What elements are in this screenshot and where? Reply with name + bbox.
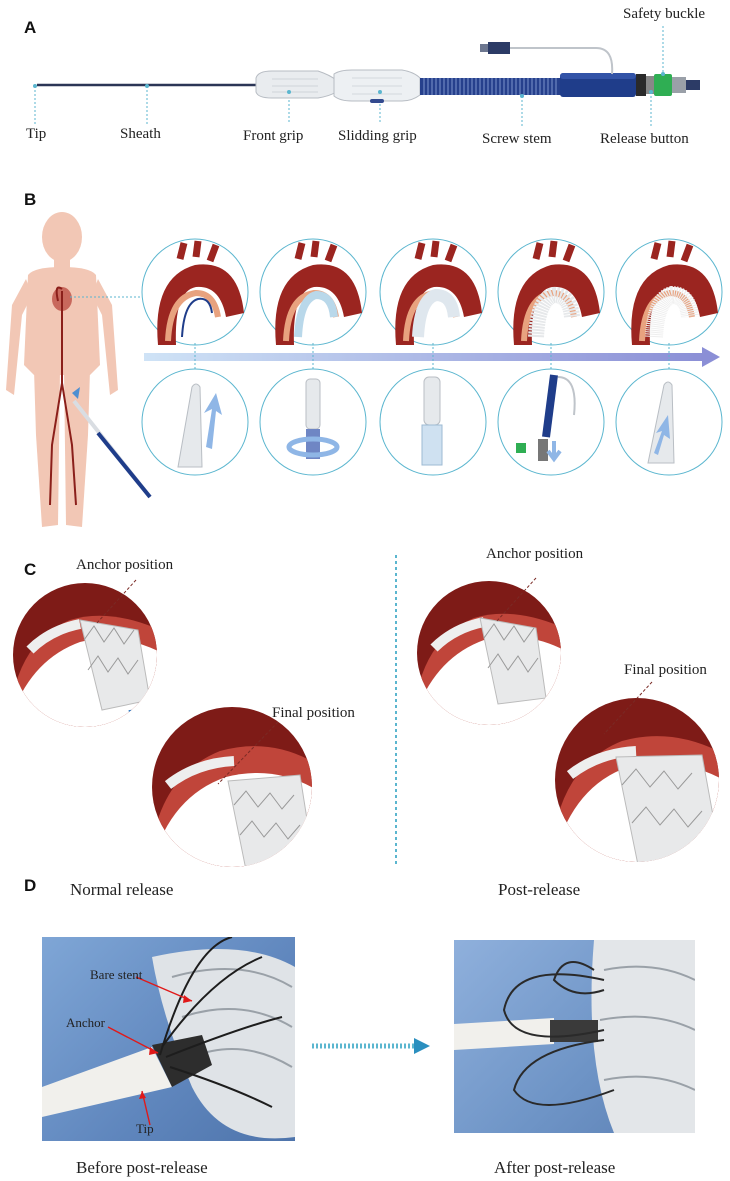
sliding-grip-label: Slidding grip: [338, 128, 417, 144]
normal-release-anchor-circle: [13, 583, 157, 727]
post-release-final-circle: [555, 698, 719, 862]
tip-label: Tip: [26, 126, 47, 142]
post-release-anchor-leader: [495, 577, 537, 623]
normal-release-final-circle: [152, 707, 312, 867]
release-button-label: Release button: [600, 131, 689, 147]
before-post-release-photo: Bare stent Anchor Tip: [42, 937, 295, 1141]
safety-buckle-label: Safety buckle: [623, 6, 706, 22]
step-connector-lines: [194, 343, 670, 371]
aorta-step-5-circle: [615, 238, 723, 346]
screw-stem-label: Screw stem: [482, 131, 552, 147]
panel-a-letter: A: [24, 18, 37, 37]
normal-release-final-leader: [217, 721, 279, 785]
handle-step-1-circle: [141, 368, 249, 476]
after-post-release-caption: After post-release: [494, 1158, 616, 1177]
post-release-anchor-label: Anchor position: [486, 546, 584, 562]
bare-stent-label: Bare stent: [90, 967, 143, 982]
normal-release-anchor-label: Anchor position: [76, 557, 174, 573]
aorta-step-1-circle: [141, 238, 249, 346]
normal-release-anchor-leader: [95, 579, 137, 625]
normal-release-caption: Normal release: [70, 880, 174, 899]
handle-step-5-circle: [615, 368, 723, 476]
aorta-step-4-circle: [497, 238, 605, 346]
delivery-system-illustration: [33, 26, 700, 128]
post-release-anchor-circle: [417, 581, 561, 725]
after-post-release-photo: [454, 940, 695, 1133]
panel-d-letter: D: [24, 876, 37, 895]
front-grip-label: Front grip: [243, 128, 304, 144]
tip-photo-label: Tip: [136, 1121, 154, 1136]
panel-c-letter: C: [24, 560, 37, 579]
before-after-arrow: [312, 1038, 430, 1054]
handle-step-3-circle: [379, 368, 487, 476]
normal-release-final-label: Final position: [272, 705, 355, 721]
handle-step-2-circle: [259, 368, 367, 476]
procedure-progress-arrow: [144, 347, 720, 367]
post-release-final-label: Final position: [624, 662, 707, 678]
post-release-final-leader: [603, 681, 653, 735]
panel-c-divider: [395, 555, 397, 865]
sheath-label: Sheath: [120, 126, 161, 142]
aorta-step-2-circle: [259, 238, 367, 346]
anchor-label: Anchor: [66, 1015, 105, 1030]
handle-step-4-circle: [497, 368, 605, 476]
panel-b-letter: B: [24, 190, 37, 209]
human-body-figure: [6, 212, 152, 527]
post-release-caption: Post-release: [498, 880, 581, 899]
before-post-release-caption: Before post-release: [76, 1158, 208, 1177]
aorta-step-3-circle: [379, 238, 487, 346]
